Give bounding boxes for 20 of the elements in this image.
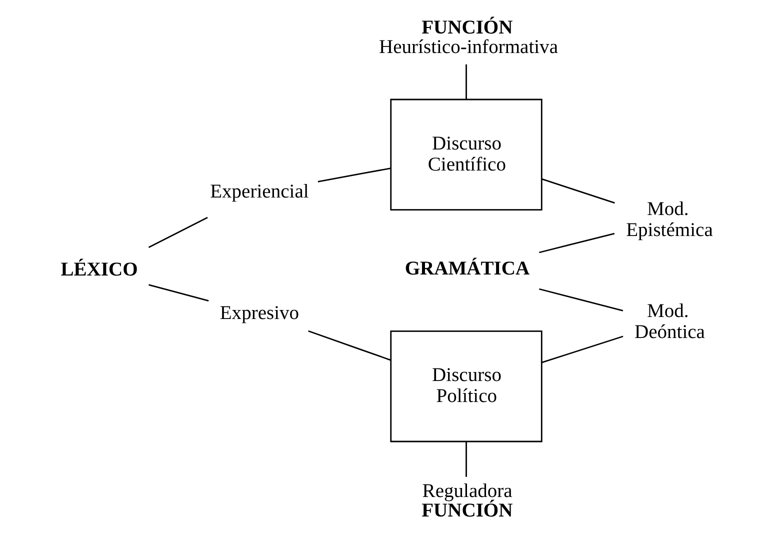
connector bbox=[317, 168, 390, 182]
node-text: LÉXICO bbox=[60, 260, 138, 281]
node-text: FUNCIÓN Heurístico-informativa bbox=[378, 17, 558, 58]
node-box: Discurso Científico bbox=[390, 98, 542, 210]
connector bbox=[308, 330, 390, 361]
connector bbox=[148, 284, 208, 302]
node-text: Experiencial bbox=[210, 181, 308, 202]
node-text: Reguladora FUNCIÓN bbox=[421, 480, 512, 522]
connector bbox=[465, 442, 466, 477]
node-box: Discurso Político bbox=[390, 330, 542, 442]
connector bbox=[538, 232, 614, 254]
connector bbox=[538, 288, 623, 312]
connector bbox=[465, 64, 466, 100]
connector bbox=[541, 336, 623, 364]
node-text: Mod. Deóntica bbox=[634, 300, 704, 343]
connector bbox=[541, 178, 614, 204]
connector bbox=[148, 216, 208, 248]
node-text: Mod. Epistémica bbox=[626, 198, 712, 241]
node-text: GRAMÁTICA bbox=[404, 258, 530, 280]
node-text: Expresivo bbox=[219, 302, 299, 324]
